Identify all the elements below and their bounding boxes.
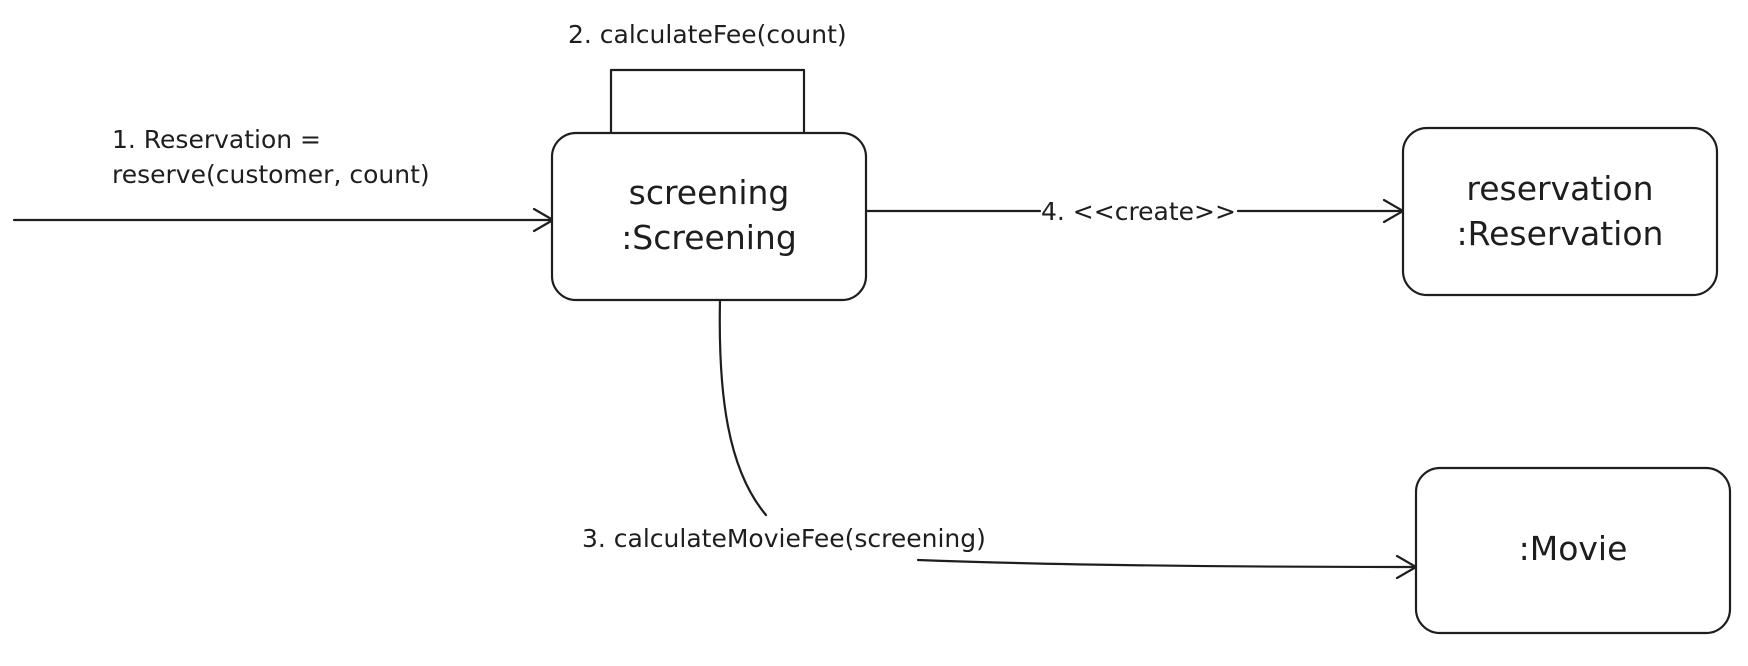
message-1-label-line1: 1. Reservation = [112,125,321,154]
message-1-arrow [12,207,555,233]
node-screening-box [550,131,868,302]
node-screening-type: :Screening [621,218,797,257]
node-reservation-type: :Reservation [1457,214,1664,253]
message-2-self-loop [609,68,806,135]
message-1-label-line2: reserve(customer, count) [112,160,430,189]
node-reservation[interactable]: reservation :Reservation [1401,126,1719,297]
node-screening-name: screening [629,173,790,212]
message-4-label: 4. <<create>> [1041,197,1236,226]
message-2-label: 2. calculateFee(count) [568,20,847,49]
node-screening[interactable]: screening :Screening [550,131,868,302]
node-reservation-name: reservation [1466,169,1653,208]
node-reservation-box [1401,126,1719,297]
message-3-label: 3. calculateMovieFee(screening) [582,524,986,553]
node-movie-type: :Movie [1519,529,1628,568]
node-movie-box [1414,466,1732,635]
node-movie[interactable]: :Movie [1414,466,1732,635]
